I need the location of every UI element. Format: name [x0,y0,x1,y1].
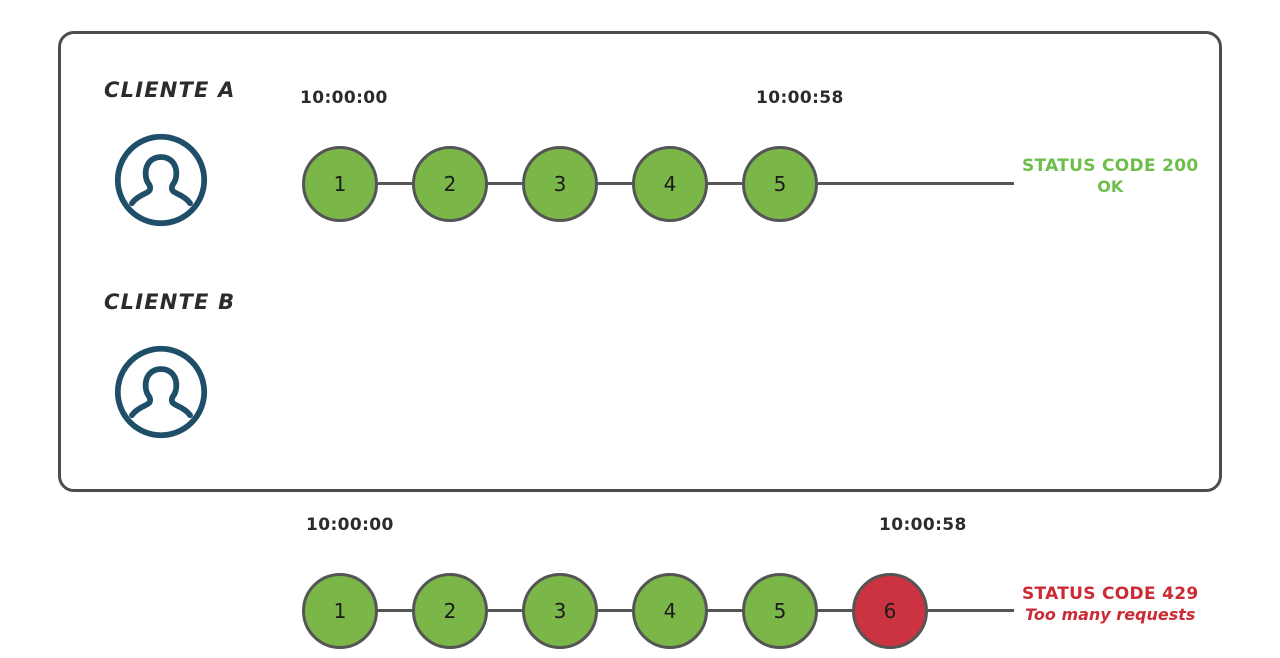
request-node[interactable]: 5 [742,146,818,222]
connector-to-status [928,609,1014,612]
status-message-label: OK [1097,177,1124,197]
connector [488,182,522,185]
request-node[interactable]: 1 [302,573,378,649]
request-node-rejected[interactable]: 6 [852,573,928,649]
timestamp-end-b: 10:00:58 [879,515,967,535]
timestamp-start-a: 10:00:00 [300,88,388,108]
connector [378,609,412,612]
connector [488,609,522,612]
user-avatar-icon [113,132,209,228]
request-node[interactable]: 1 [302,146,378,222]
client-label-a: CLIENTE A [104,78,236,102]
timestamp-end-a: 10:00:58 [756,88,844,108]
status-message-label: Too many requests [1025,605,1196,625]
status-badge-a: STATUS CODE 200 OK [1022,156,1198,197]
diagram-canvas: CLIENTE A 10:00:00 10:00:58 1 2 3 4 5 ST… [58,31,1222,649]
status-badge-b: STATUS CODE 429 Too many requests [1022,584,1198,625]
request-node[interactable]: 3 [522,573,598,649]
request-node[interactable]: 3 [522,146,598,222]
request-node[interactable]: 2 [412,573,488,649]
connector [708,609,742,612]
user-avatar-icon [113,344,209,440]
connector [598,182,632,185]
diagram-frame [58,31,1222,492]
request-node[interactable]: 2 [412,146,488,222]
connector [818,609,852,612]
request-node[interactable]: 4 [632,573,708,649]
connector [708,182,742,185]
connector [598,609,632,612]
status-code-label: STATUS CODE 429 [1022,584,1199,604]
client-label-b: CLIENTE B [104,290,236,314]
connector-to-status [818,182,1014,185]
timestamp-start-b: 10:00:00 [306,515,394,535]
request-node[interactable]: 4 [632,146,708,222]
connector [378,182,412,185]
request-node[interactable]: 5 [742,573,818,649]
status-code-label: STATUS CODE 200 [1022,156,1199,176]
